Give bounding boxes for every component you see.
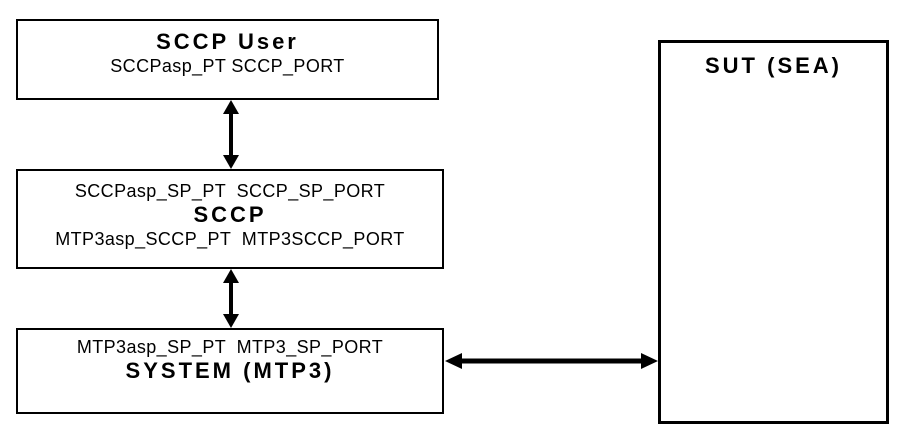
sut-title: SUT (SEA) — [705, 53, 842, 78]
sut-sea-box: SUT (SEA) — [658, 40, 889, 424]
system-mtp3-box: MTP3asp_SP_PT MTP3_SP_PORT SYSTEM (MTP3) — [16, 328, 444, 414]
sccp-user-title: SCCP User — [156, 29, 299, 54]
sccp-title: SCCP — [193, 202, 267, 227]
sccp-user-box: SCCP User SCCPasp_PT SCCP_PORT — [16, 19, 439, 100]
double-arrow-system-sut-icon — [445, 353, 658, 369]
double-arrow-sccp-system-icon — [223, 269, 239, 328]
sccp-upper-ports: SCCPasp_SP_PT SCCP_SP_PORT — [74, 181, 386, 201]
sccp-lower-ports: MTP3asp_SCCP_PT MTP3SCCP_PORT — [55, 229, 405, 249]
sccp-box: SCCPasp_SP_PT SCCP_SP_PORT SCCP MTP3asp_… — [16, 169, 444, 269]
system-title: SYSTEM (MTP3) — [125, 358, 335, 383]
sccp-user-ports: SCCPasp_PT SCCP_PORT — [110, 56, 345, 76]
system-ports: MTP3asp_SP_PT MTP3_SP_PORT — [76, 337, 384, 357]
double-arrow-sccpuser-sccp-icon — [223, 100, 239, 169]
